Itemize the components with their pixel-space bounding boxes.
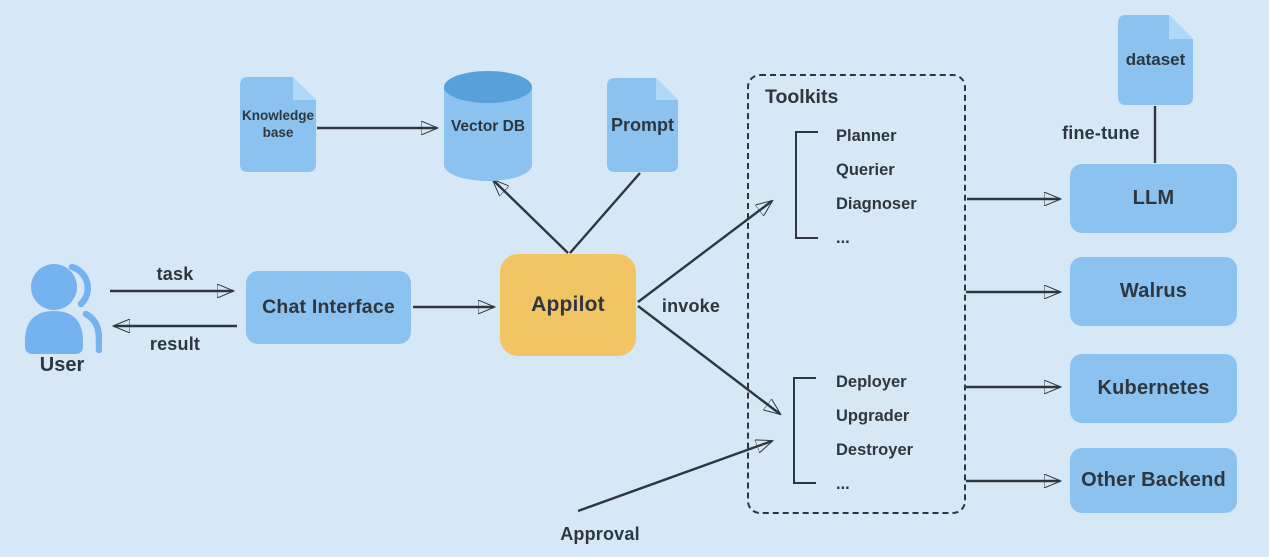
toolkit-item-querier: Querier [836,160,895,179]
toolkit-item-planner: Planner [836,126,897,145]
walrus-node: Walrus [1070,257,1237,326]
other-backend-label: Other Backend [1081,469,1226,491]
prompt-node: Prompt [607,78,678,172]
user-icon [25,263,103,354]
toolkits-container: Toolkits [747,74,966,514]
approval-edge-label: Approval [560,524,640,544]
task-edge-label: task [156,264,194,284]
toolkit-group-2: Deployer Upgrader Destroyer ... [836,365,913,501]
document-icon [1118,15,1193,105]
kubernetes-node: Kubernetes [1070,354,1237,423]
knowledge-base-node: Knowledge base [240,77,316,172]
edge-approval-arrow [577,441,772,513]
edge-prompt-to-appilot-line [569,172,641,254]
toolkit-item-diagnoser: Diagnoser [836,194,917,213]
invoke-edge-label: invoke [661,296,721,316]
edge-appilot-to-vectordb-arrow [493,180,569,254]
fine-tune-edge-label: fine-tune [1062,123,1140,143]
dataset-label: dataset [1125,50,1186,70]
user-label: User [39,354,85,376]
toolkit-item-upgrader: Upgrader [836,406,910,425]
appilot-label: Appilot [531,293,605,316]
toolkit-item-deployer: Deployer [836,372,907,391]
user-node: User [22,262,103,376]
toolkit-item-ellipsis: ... [836,474,850,493]
vector-db-label: Vector DB [450,118,526,135]
knowledge-base-label: Knowledge base [241,107,314,140]
appilot-node: Appilot [500,254,636,356]
result-edge-label: result [149,334,201,354]
llm-label: LLM [1132,187,1175,209]
chat-interface-label: Chat Interface [262,296,395,318]
document-icon [240,77,316,172]
kubernetes-label: Kubernetes [1097,377,1210,399]
toolkit-item-destroyer: Destroyer [836,440,914,459]
toolkit-item-ellipsis: ... [836,228,850,247]
vector-db-node: Vector DB [443,70,533,182]
toolkit-group-1: Planner Querier Diagnoser ... [836,119,917,255]
chat-interface-node: Chat Interface [246,271,411,344]
toolkits-title: Toolkits [765,86,839,108]
document-icon [607,78,678,172]
prompt-label: Prompt [611,114,674,135]
dataset-node: dataset [1118,15,1193,105]
walrus-label: Walrus [1119,280,1188,302]
database-cylinder-icon [444,71,532,181]
other-backend-node: Other Backend [1070,448,1237,513]
llm-node: LLM [1070,164,1237,233]
